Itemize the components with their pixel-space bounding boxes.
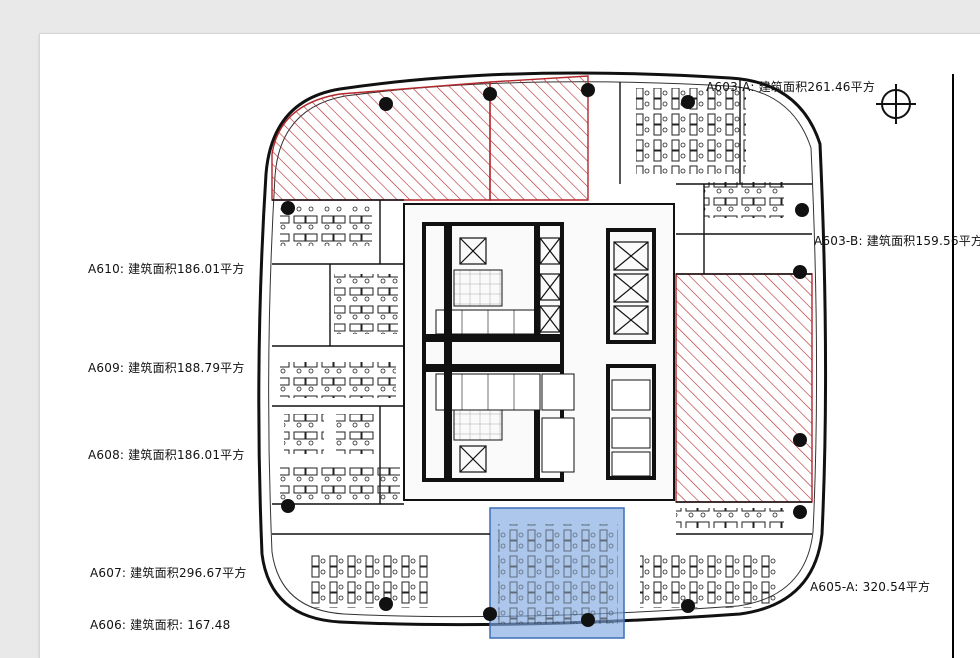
drawing-frame-line bbox=[952, 74, 954, 658]
unit-label-a607: A607: 建筑面积296.67平方 bbox=[90, 566, 247, 580]
unit-label-a608: A608: 建筑面积186.01平方 bbox=[88, 448, 245, 462]
elevator-shafts bbox=[459, 237, 649, 473]
hatched-area-top-center bbox=[489, 75, 589, 201]
north-arrow-icon bbox=[876, 84, 916, 124]
hatched-area-right bbox=[675, 273, 813, 503]
unit-label-a605-a: A605-A: 320.54平方 bbox=[810, 580, 931, 594]
unit-label-a606: A606: 建筑面积: 167.48 bbox=[90, 618, 231, 632]
unit-label-a610: A610: 建筑面积186.01平方 bbox=[88, 262, 245, 276]
structural-columns bbox=[281, 83, 809, 627]
drawing-sheet: A603-A: 建筑面积261.46平方 A603-B: 建筑面积159.56平… bbox=[40, 34, 980, 658]
floor-plan-drawing bbox=[257, 71, 916, 639]
hatched-area-top-left bbox=[271, 81, 491, 201]
unit-label-a609: A609: 建筑面积188.79平方 bbox=[88, 361, 245, 375]
unit-label-a603-b: A603-B: 建筑面积159.56平方 bbox=[814, 234, 980, 248]
partitions-left bbox=[272, 199, 490, 535]
desk-clusters bbox=[280, 88, 784, 624]
unit-label-a603-a: A603-A: 建筑面积261.46平方 bbox=[706, 80, 876, 94]
